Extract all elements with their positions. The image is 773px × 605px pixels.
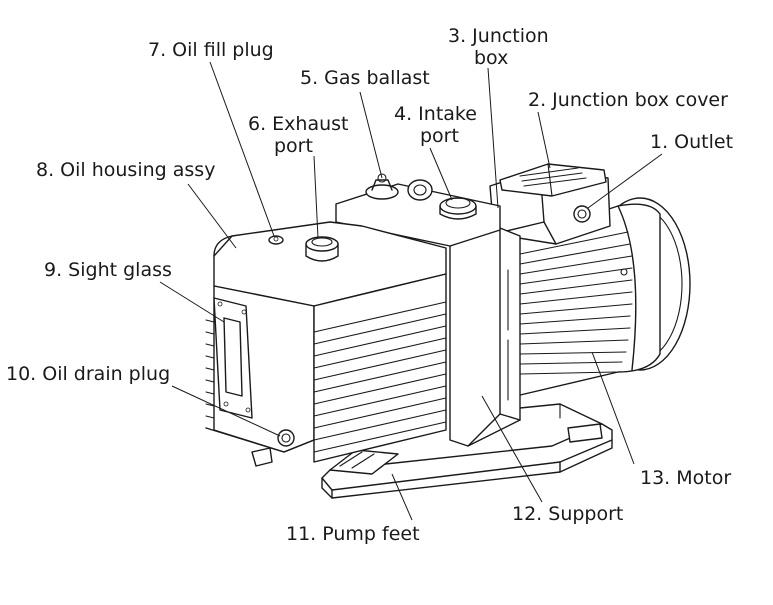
label-exhaust-port-line2: port [274, 135, 313, 157]
label-oil-drain-plug: 10. Oil drain plug [6, 363, 170, 385]
label-oil-housing-assy: 8. Oil housing assy [36, 159, 215, 181]
label-exhaust-port-line1: 6. Exhaust [248, 113, 349, 135]
support [449, 227, 521, 447]
sight-glass [213, 297, 253, 419]
leader-pump-feet [391, 473, 413, 521]
label-support: 12. Support [512, 503, 623, 525]
leader-oil-fill-plug [209, 61, 275, 237]
leader-support [481, 395, 543, 503]
label-pump-feet: 11. Pump feet [286, 523, 420, 545]
leader-gas-ballast [359, 91, 383, 179]
label-junction-box-line2: box [474, 47, 508, 69]
label-intake-port-line1: 4. Intake [394, 103, 477, 125]
pump-illustration [205, 163, 691, 499]
leader-oil-housing-assy [187, 183, 237, 249]
part-labels: 1. Outlet 2. Junction box cover 3. Junct… [6, 25, 733, 545]
motor [515, 197, 691, 397]
leader-lines [159, 61, 663, 521]
label-junction-box-line1: 3. Junction [448, 25, 549, 47]
leader-outlet [587, 153, 663, 209]
leader-sight-glass [159, 281, 225, 323]
label-motor: 13. Motor [640, 467, 731, 489]
label-intake-port-line2: port [420, 125, 459, 147]
leader-oil-drain-plug [171, 385, 281, 437]
label-oil-fill-plug: 7. Oil fill plug [148, 39, 274, 61]
leader-exhaust-port [313, 155, 319, 239]
leader-junction-box-cover [537, 111, 551, 169]
leader-motor [591, 351, 635, 465]
leader-junction-box [487, 67, 499, 209]
label-gas-ballast: 5. Gas ballast [300, 67, 430, 89]
label-outlet: 1. Outlet [650, 131, 733, 153]
label-sight-glass: 9. Sight glass [44, 259, 172, 281]
label-junction-box-cover: 2. Junction box cover [528, 89, 728, 111]
pump-feet-frame [251, 403, 613, 499]
oil-drain-plug [277, 429, 295, 447]
leader-intake-port [429, 147, 453, 201]
